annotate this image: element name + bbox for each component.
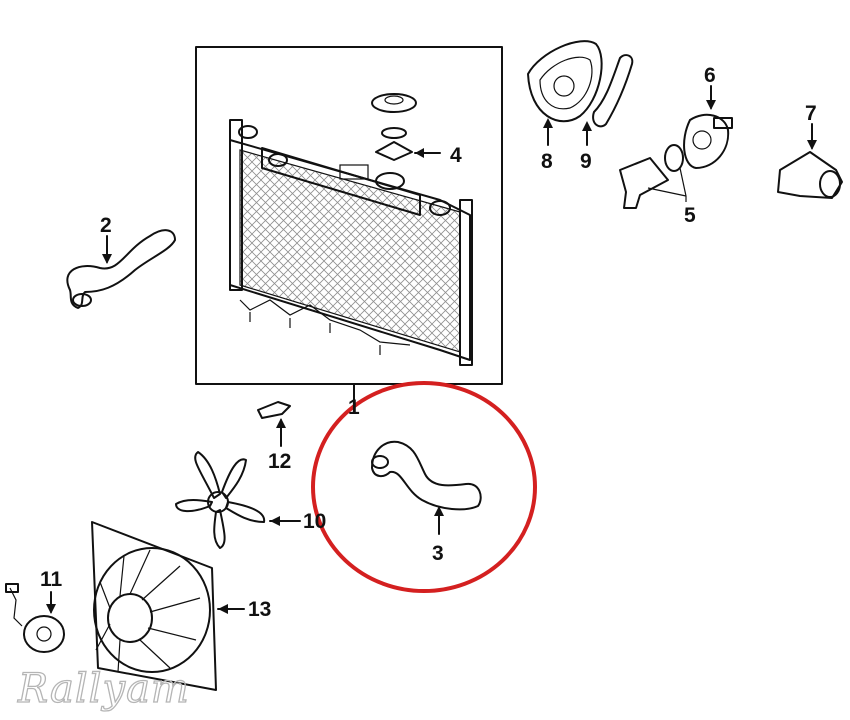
callout-12: 12 [268, 450, 291, 473]
radiator-assembly-frame [195, 46, 503, 385]
callout-1: 1 [348, 396, 360, 419]
fan-shroud [91, 521, 245, 691]
callout-9: 9 [580, 150, 592, 173]
callout-2: 2 [100, 214, 112, 237]
callout-4: 4 [450, 144, 462, 167]
cooling-fan [175, 451, 301, 549]
callout-11: 11 [40, 568, 63, 591]
water-pump-housing [527, 40, 603, 146]
callout-10: 10 [303, 510, 326, 533]
highlight-circle [311, 381, 537, 593]
callout-7: 7 [805, 102, 817, 125]
upper-radiator-hose [66, 229, 176, 309]
water-outlet [777, 123, 843, 199]
thermostat-and-oring [619, 144, 687, 209]
watermark: Rallyam [17, 666, 190, 712]
lower-radiator-hose [371, 440, 482, 535]
callout-6: 6 [704, 64, 716, 87]
callout-13: 13 [248, 598, 271, 621]
callout-5: 5 [684, 204, 696, 227]
gasket [582, 54, 634, 146]
radiator-cap [371, 93, 441, 161]
callout-3: 3 [432, 542, 444, 565]
thermostat-housing [683, 85, 733, 169]
fan-switch [257, 401, 291, 447]
callout-8: 8 [541, 150, 553, 173]
radiator-drawing [229, 119, 473, 366]
fan-motor [5, 583, 65, 653]
